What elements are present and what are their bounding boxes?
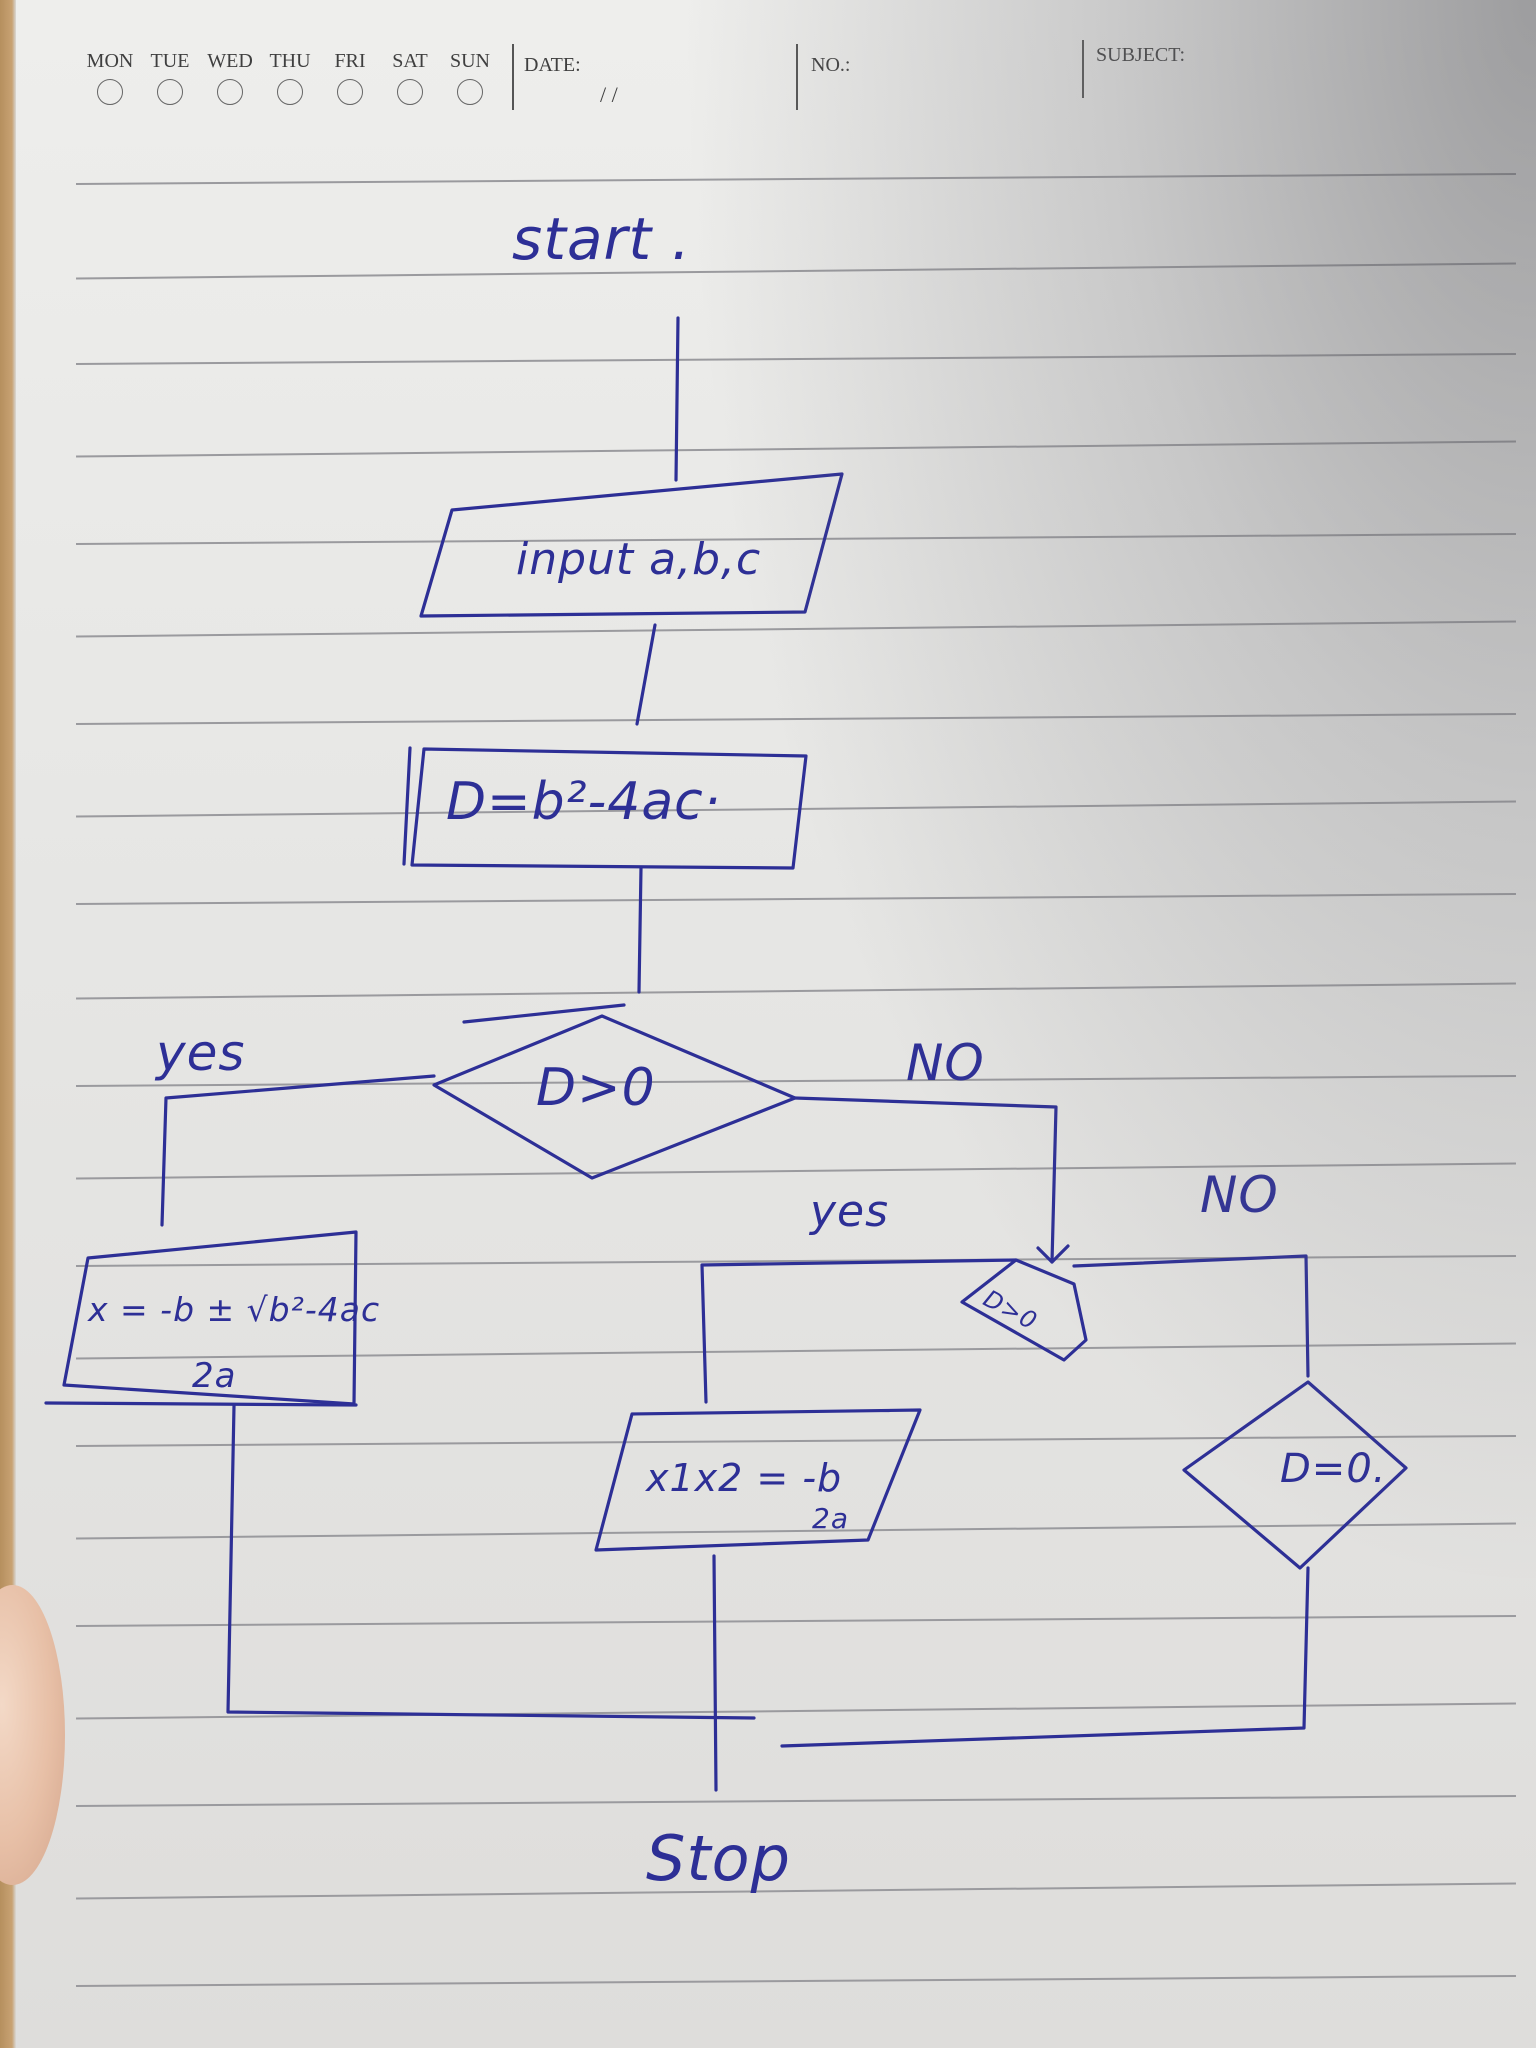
decision-2-yes-label: yes [810,1186,890,1237]
date-field[interactable]: / / [600,82,618,107]
day-sat[interactable]: SAT [382,50,438,105]
decision-2-no-label: NO [1200,1166,1279,1224]
day-label: FRI [334,50,366,72]
day-circle[interactable] [157,79,183,105]
yes-branch-line [160,1074,436,1227]
decision-1-no-label: NO [906,1034,985,1092]
yes-branch-line [700,1258,1018,1404]
day-circle[interactable] [97,79,123,105]
output-label-denominator: 2a [812,1502,849,1535]
no-branch-line [793,1096,1058,1264]
day-tue[interactable]: TUE [142,50,198,105]
decision-3-label: D=0. [1280,1446,1387,1492]
day-circle[interactable] [397,79,423,105]
connector-line [674,316,680,482]
day-sun[interactable]: SUN [442,50,498,105]
day-mon[interactable]: MON [82,50,138,105]
connector-line [462,1003,626,1024]
day-circle[interactable] [217,79,243,105]
day-label: SUN [449,50,490,72]
discriminant-label: D=b²-4ac· [446,772,722,832]
roots-formula: x = -b ± √b²-4ac [88,1290,381,1329]
merge-line [226,1404,756,1720]
merge-line [712,1554,718,1792]
roots-formula-denominator: 2a [192,1356,237,1396]
input-label: input a,b,c [516,534,762,585]
day-label: SAT [392,50,428,72]
box-edge [402,746,412,866]
day-label: THU [269,50,311,72]
day-circle[interactable] [337,79,363,105]
day-thu[interactable]: THU [262,50,318,105]
day-circle[interactable] [457,79,483,105]
date-label: DATE: [524,54,581,76]
header-divider [512,44,514,110]
merge-line [780,1566,1310,1748]
day-circle[interactable] [277,79,303,105]
decision-1-yes-label: yes [156,1024,246,1082]
day-label: MON [86,50,134,72]
start-terminal: start . [512,205,691,273]
no-branch-line [1072,1254,1310,1378]
box-edge [44,1401,358,1407]
decision-1-label: D>0 [536,1058,656,1118]
day-fri[interactable]: FRI [322,50,378,105]
connector-line [635,623,657,726]
output-label: x1x2 = -b [646,1456,843,1500]
day-label: WED [207,50,253,72]
connector-line [637,866,643,994]
stop-terminal: Stop [646,1822,791,1895]
day-label: TUE [150,50,190,72]
notebook-page: MON TUE WED THU FRI SAT SUN DATE: / / NO… [16,0,1536,2048]
day-wed[interactable]: WED [202,50,258,105]
